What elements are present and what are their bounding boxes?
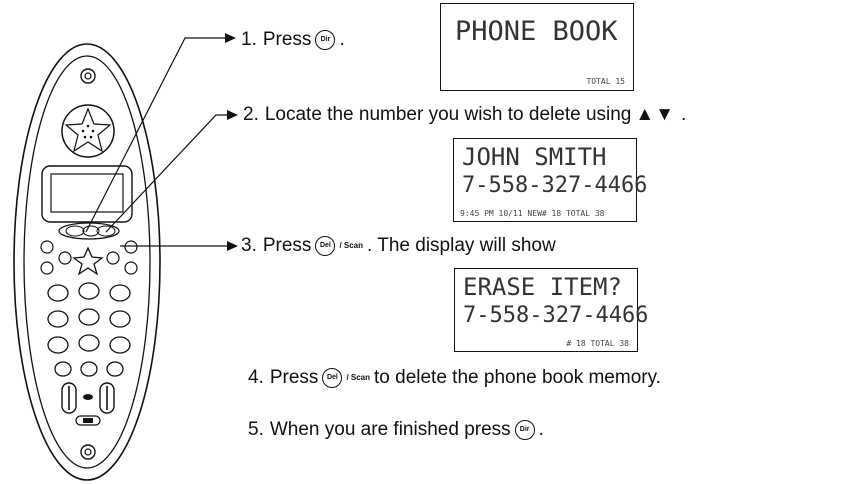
step-text-end: . — [339, 29, 345, 50]
step-number: 1. — [241, 29, 257, 50]
lcd-line1: ERASE ITEM? — [463, 273, 622, 301]
step-text: When you are finished press — [269, 419, 511, 440]
step-text-end: . — [681, 104, 687, 125]
lcd-display-erase: ERASE ITEM? 7-558-327-4466 # 18 TOTAL 38 — [454, 268, 648, 352]
step-number: 4. — [248, 367, 264, 388]
lcd-line2: 7-558-327-4466 — [462, 173, 648, 198]
scan-label: / Scan — [346, 373, 371, 382]
dir-button-icon: Dir — [514, 420, 535, 440]
lcd-display-phone-book: PHONE BOOK TOTAL 15 — [440, 3, 634, 91]
step-1: 1. Press Dir . — [241, 28, 345, 52]
step-text: Locate the number you wish to delete usi… — [264, 104, 632, 125]
lcd-display-entry: JOHN SMITH 7-558-327-4466 9:45 PM 10/11 … — [453, 138, 647, 222]
lcd-status: TOTAL 15 — [586, 77, 625, 86]
step-text-end: . The display will show — [367, 235, 556, 256]
step-number: 3. — [241, 235, 257, 256]
lcd-status: # 18 TOTAL 38 — [566, 339, 629, 348]
step-number: 5. — [248, 419, 264, 440]
step-text: Press — [262, 29, 312, 50]
dir-button-icon: Dir — [315, 30, 336, 50]
step-text-end: to delete the phone book memory. — [374, 367, 661, 388]
up-down-arrow-icon: ▲▼ — [635, 104, 675, 125]
step-3: 3. Press Del / Scan . The display will s… — [241, 234, 556, 258]
step-4: 4. Press Del / Scan to delete the phone … — [248, 366, 661, 390]
step-text: Press — [269, 367, 319, 388]
lcd-status: 9:45 PM 10/11 NEW# 18 TOTAL 38 — [460, 209, 605, 218]
step-text: Press — [262, 235, 312, 256]
scan-label: / Scan — [339, 241, 364, 250]
del-button-icon: Del — [322, 368, 343, 388]
step-number: 2. — [243, 104, 259, 125]
lcd-line1: PHONE BOOK — [455, 16, 618, 47]
step-5: 5. When you are finished press Dir . — [248, 418, 544, 442]
step-2: 2. Locate the number you wish to delete … — [243, 103, 686, 127]
step-text-end: . — [538, 419, 544, 440]
del-button-icon: Del — [315, 236, 336, 256]
lcd-line2: 7-558-327-4466 — [463, 303, 649, 328]
lcd-line1: JOHN SMITH — [462, 143, 607, 171]
